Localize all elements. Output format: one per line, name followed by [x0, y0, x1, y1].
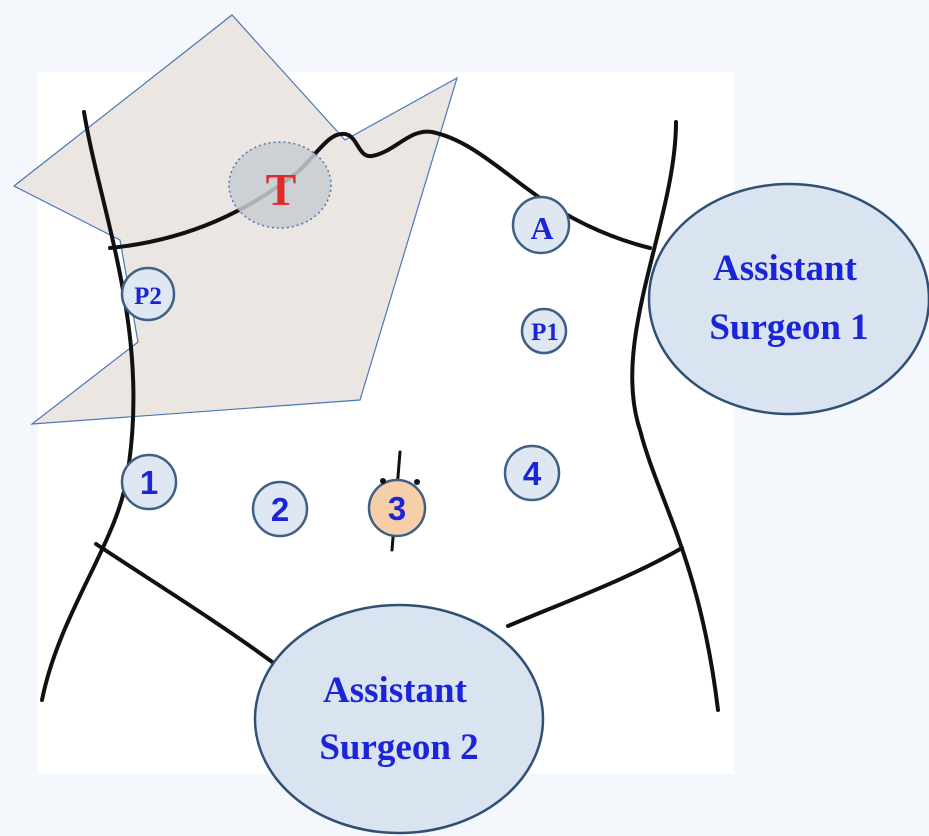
port-4: 4 [505, 446, 559, 500]
suture-knot-left [380, 478, 386, 484]
assistant-surgeon-2: Assistant Surgeon 2 [255, 605, 543, 833]
port-P2: P2 [122, 268, 174, 320]
port-2: 2 [253, 482, 307, 536]
port-label-3: 3 [388, 490, 406, 527]
port-label-2: 2 [271, 491, 289, 528]
port-3-camera: 3 [369, 478, 425, 536]
assistant-1-line2: Surgeon 1 [709, 307, 868, 348]
target-label: T [266, 164, 297, 215]
port-label-A: A [530, 210, 553, 246]
port-label-P2: P2 [134, 283, 162, 310]
assistant-1-line1: Assistant [713, 248, 858, 289]
port-label-4: 4 [523, 455, 542, 492]
suture-knot-right [414, 479, 420, 485]
assistant-surgeon-1: Assistant Surgeon 1 [649, 184, 929, 414]
assistant-2-line1: Assistant [323, 670, 468, 711]
port-label-1: 1 [140, 464, 158, 501]
port-A: A [513, 197, 569, 253]
port-P1: P1 [522, 309, 566, 353]
port-label-P1: P1 [531, 319, 559, 346]
port-1: 1 [122, 455, 176, 509]
target-marker: T [229, 142, 331, 228]
assistant-2-line2: Surgeon 2 [319, 727, 478, 768]
